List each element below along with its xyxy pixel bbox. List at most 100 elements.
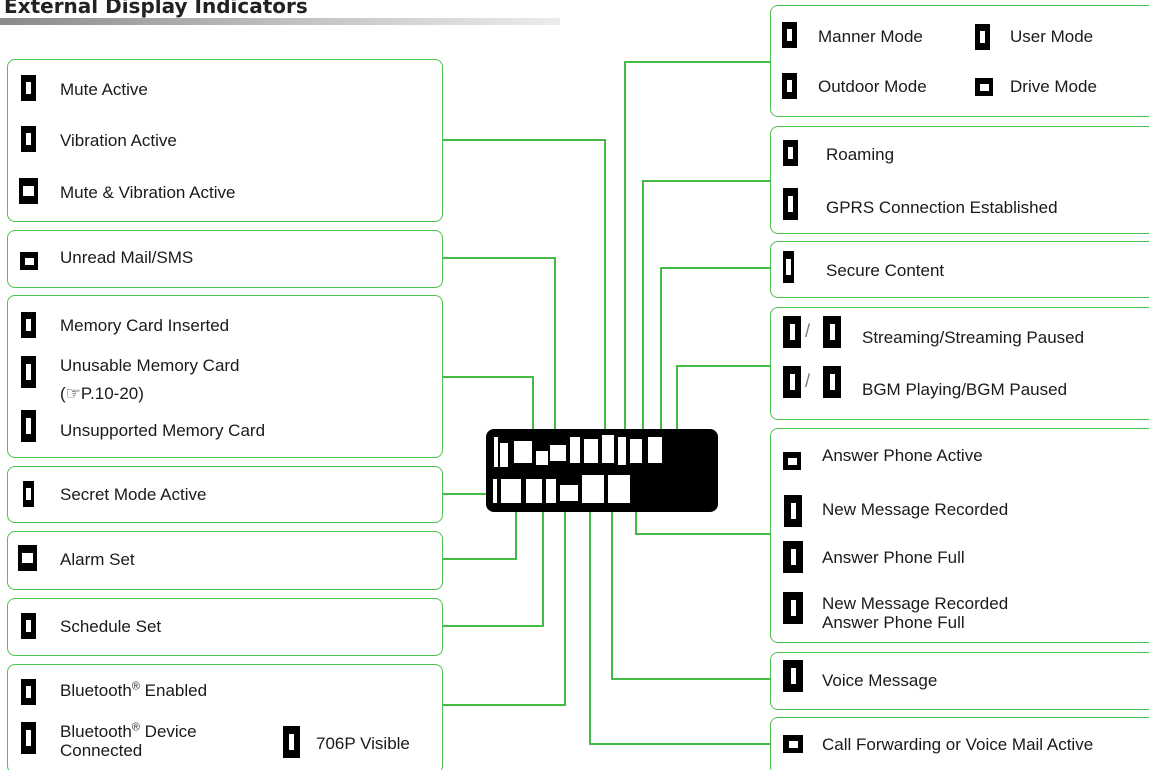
answer-full-icon bbox=[783, 541, 803, 573]
streaming-label: Streaming/Streaming Paused bbox=[862, 328, 1085, 347]
display-voice-icon bbox=[582, 475, 604, 503]
schedule-group bbox=[7, 598, 443, 656]
secure-label: Secure Content bbox=[826, 261, 945, 280]
display-antenna-icon bbox=[494, 437, 498, 467]
mute-group bbox=[7, 59, 443, 222]
display-battery-icon bbox=[648, 437, 662, 463]
display-alarm-icon bbox=[501, 479, 521, 503]
display-sd-icon bbox=[536, 451, 548, 465]
connector-memory bbox=[443, 376, 534, 432]
call-forwarding-icon bbox=[783, 735, 803, 753]
display-bgm-icon bbox=[630, 439, 642, 463]
roaming-label: Roaming bbox=[826, 145, 895, 164]
schedule-label: Schedule Set bbox=[60, 617, 162, 636]
connector-voice bbox=[611, 509, 770, 680]
connector-bluetooth bbox=[443, 509, 566, 706]
drive-mode-icon bbox=[975, 78, 993, 96]
answer-both-line2: Answer Phone Full bbox=[822, 613, 965, 632]
display-schedule-icon bbox=[526, 479, 542, 503]
bluetooth-connected-label: Bluetooth® Device Connected bbox=[60, 722, 197, 760]
display-mail-icon bbox=[550, 445, 566, 461]
modes-group bbox=[770, 5, 1149, 117]
connector-answer bbox=[635, 509, 770, 535]
bluetooth-enabled-post: Enabled bbox=[139, 681, 208, 700]
memory-group bbox=[7, 295, 443, 458]
connector-streaming bbox=[676, 365, 770, 432]
outdoor-mode-icon bbox=[782, 73, 797, 99]
new-message-full-icon bbox=[783, 592, 803, 624]
bluetooth-visible-icon bbox=[283, 726, 300, 758]
answer-both-label: New Message Recorded Answer Phone Full bbox=[822, 594, 1008, 632]
outdoor-label: Outdoor Mode bbox=[818, 77, 927, 96]
display-gprs-icon bbox=[602, 435, 614, 463]
display-manner-icon bbox=[584, 439, 598, 463]
connector-forward bbox=[589, 509, 770, 745]
connector-mail bbox=[443, 257, 556, 432]
secret-label: Secret Mode Active bbox=[60, 485, 207, 504]
bluetooth-icon bbox=[21, 679, 36, 705]
streaming-paused-icon bbox=[823, 316, 841, 348]
mail-icon bbox=[20, 252, 38, 270]
connector-alarm bbox=[443, 509, 517, 560]
alarm-group bbox=[7, 531, 443, 590]
connector-roaming bbox=[642, 180, 770, 432]
secret-group bbox=[7, 466, 443, 523]
new-message-icon bbox=[784, 495, 802, 527]
voice-label: Voice Message bbox=[822, 671, 938, 690]
answer-phone-icon bbox=[783, 452, 801, 470]
gprs-icon bbox=[783, 188, 798, 220]
streaming-icon bbox=[783, 316, 801, 348]
unsupported-card-icon bbox=[21, 410, 36, 442]
secure-group bbox=[770, 241, 1149, 298]
display-forward-icon bbox=[560, 485, 578, 501]
gprs-label: GPRS Connection Established bbox=[826, 198, 1058, 217]
drive-label: Drive Mode bbox=[1010, 77, 1097, 96]
display-secret-icon bbox=[493, 479, 497, 503]
bgm-label: BGM Playing/BGM Paused bbox=[862, 380, 1068, 399]
roaming-group bbox=[770, 126, 1149, 234]
streaming-separator: / bbox=[805, 321, 811, 341]
bluetooth-connected-post: Device bbox=[139, 722, 197, 741]
user-label: User Mode bbox=[1010, 27, 1094, 46]
bluetooth-connected-pre: Bluetooth bbox=[60, 722, 132, 741]
secret-mode-icon bbox=[23, 481, 34, 507]
reg-mark: ® bbox=[131, 680, 140, 693]
memory-card-icon bbox=[21, 312, 36, 338]
display-answer-full-icon bbox=[608, 475, 630, 503]
bluetooth-enabled-pre: Bluetooth bbox=[60, 681, 132, 700]
alarm-icon bbox=[18, 545, 37, 571]
secure-content-icon bbox=[783, 251, 794, 283]
mail-group bbox=[7, 230, 443, 288]
page-title: External Display Indicators bbox=[4, 0, 308, 18]
voice-group bbox=[770, 652, 1149, 710]
reg-mark-2: ® bbox=[131, 721, 140, 734]
forward-label: Call Forwarding or Voice Mail Active bbox=[822, 735, 1094, 754]
bluetooth-enabled-label: Bluetooth® Enabled bbox=[60, 681, 207, 701]
bgm-playing-icon bbox=[783, 366, 801, 398]
display-secure-icon bbox=[618, 437, 626, 465]
user-mode-icon bbox=[975, 24, 990, 50]
bluetooth-group bbox=[7, 664, 443, 770]
vibration-icon bbox=[21, 126, 36, 152]
manner-mode-icon bbox=[782, 22, 797, 48]
mute-icon bbox=[21, 75, 36, 101]
memory-unusable-ref: (☞P.10-20) bbox=[60, 384, 144, 403]
voice-message-icon bbox=[783, 660, 803, 692]
unusable-card-icon bbox=[21, 356, 36, 388]
mute-vibration-icon bbox=[19, 178, 38, 204]
display-vibration-icon bbox=[570, 437, 580, 463]
display-signal-icon bbox=[500, 443, 508, 467]
vibration-label: Vibration Active bbox=[60, 131, 177, 150]
bgm-separator: / bbox=[805, 371, 811, 391]
manner-label: Manner Mode bbox=[818, 27, 923, 46]
external-display bbox=[486, 429, 718, 512]
mail-label: Unread Mail/SMS bbox=[60, 248, 194, 267]
forward-group bbox=[770, 717, 1149, 770]
title-underline bbox=[0, 18, 560, 25]
roaming-icon bbox=[783, 140, 798, 166]
bluetooth-connected-icon bbox=[21, 722, 36, 754]
connector-schedule bbox=[443, 509, 544, 627]
display-bluetooth-icon bbox=[546, 479, 556, 503]
